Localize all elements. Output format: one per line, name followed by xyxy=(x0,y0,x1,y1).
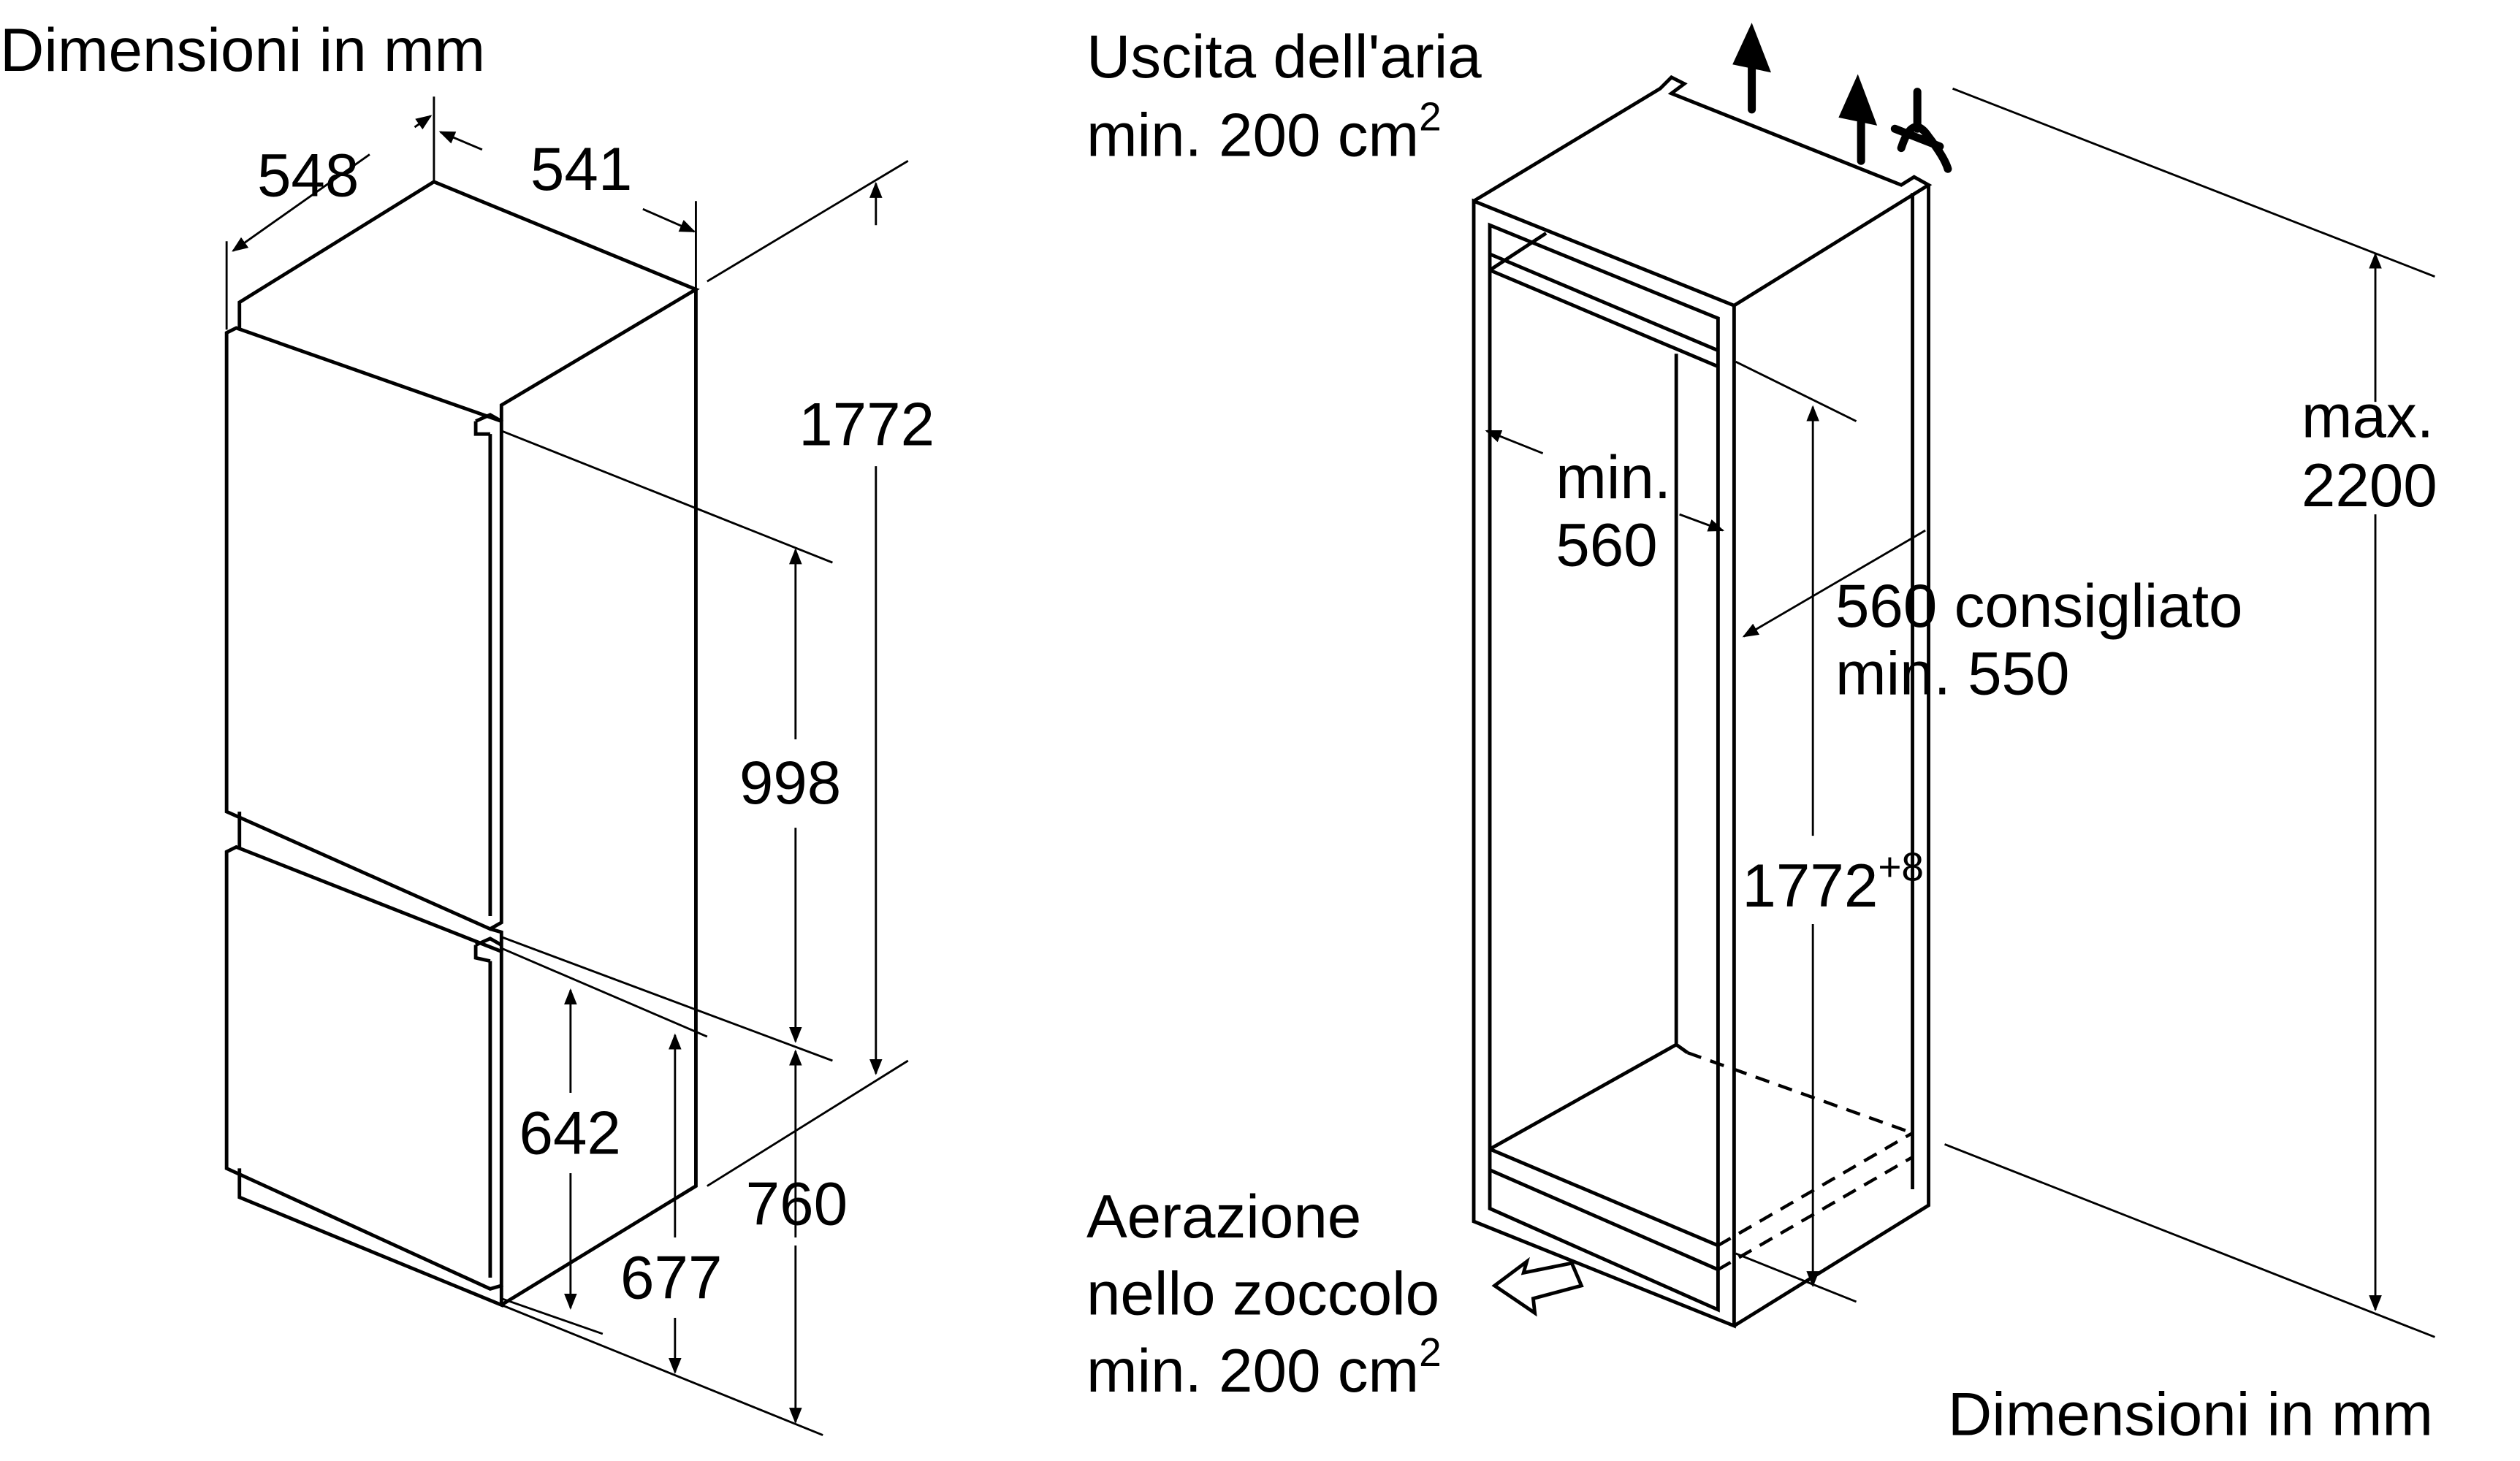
dim-548: 548 xyxy=(257,141,359,210)
niche-height: 1772+8 xyxy=(1742,844,1924,920)
dim-642: 642 xyxy=(519,1099,620,1167)
niche-top xyxy=(1472,75,1933,308)
air-outlet-line1: Uscita dell'aria xyxy=(1086,22,1482,91)
niche-drawing xyxy=(1472,75,1933,1329)
niche-min-width-line1: min. xyxy=(1556,443,1671,511)
appliance-side xyxy=(500,289,698,1307)
air-inlet-line3: min. 200 cm2 xyxy=(1086,1330,1442,1405)
left-dimension-lines xyxy=(225,96,909,1436)
lower-door xyxy=(224,844,503,1291)
upper-door xyxy=(224,326,503,931)
niche-back-post xyxy=(1488,354,1719,1272)
depth-line1: 560 consigliato xyxy=(1835,571,2243,640)
air-inlet-line1: Aerazione xyxy=(1086,1182,1361,1251)
right-dimension-lines xyxy=(1485,87,2435,1338)
niche-hidden-lines xyxy=(1686,1050,1914,1271)
dim-998: 998 xyxy=(739,748,841,817)
niche-top-shelf xyxy=(1488,232,1719,369)
max-height-line2: 2200 xyxy=(2302,451,2437,519)
dim-677: 677 xyxy=(620,1243,722,1312)
appliance-drawing xyxy=(224,180,700,1308)
air-inlet-arrow-icon xyxy=(1491,1256,1584,1317)
niche-side xyxy=(1733,185,1930,1328)
plinth xyxy=(237,1168,503,1308)
right-title: Dimensioni in mm xyxy=(1948,1380,2433,1449)
gap-between-doors xyxy=(237,812,503,952)
depth-line2: min. 550 xyxy=(1835,639,2070,708)
left-title: Dimensioni in mm xyxy=(0,15,485,84)
air-outlet-arrows xyxy=(1732,23,1878,165)
dim-1772: 1772 xyxy=(799,390,934,459)
appliance-top xyxy=(237,180,700,421)
air-inlet-line2: nello zoccolo xyxy=(1086,1259,1439,1328)
dim-760: 760 xyxy=(746,1169,848,1237)
max-height-line1: max. xyxy=(2302,382,2434,451)
air-outlet-line2: min. 200 cm2 xyxy=(1086,94,1442,169)
dim-541: 541 xyxy=(530,134,632,203)
niche-min-width-line2: 560 xyxy=(1556,511,1657,579)
tilt-symbol-icon xyxy=(1890,88,1952,173)
